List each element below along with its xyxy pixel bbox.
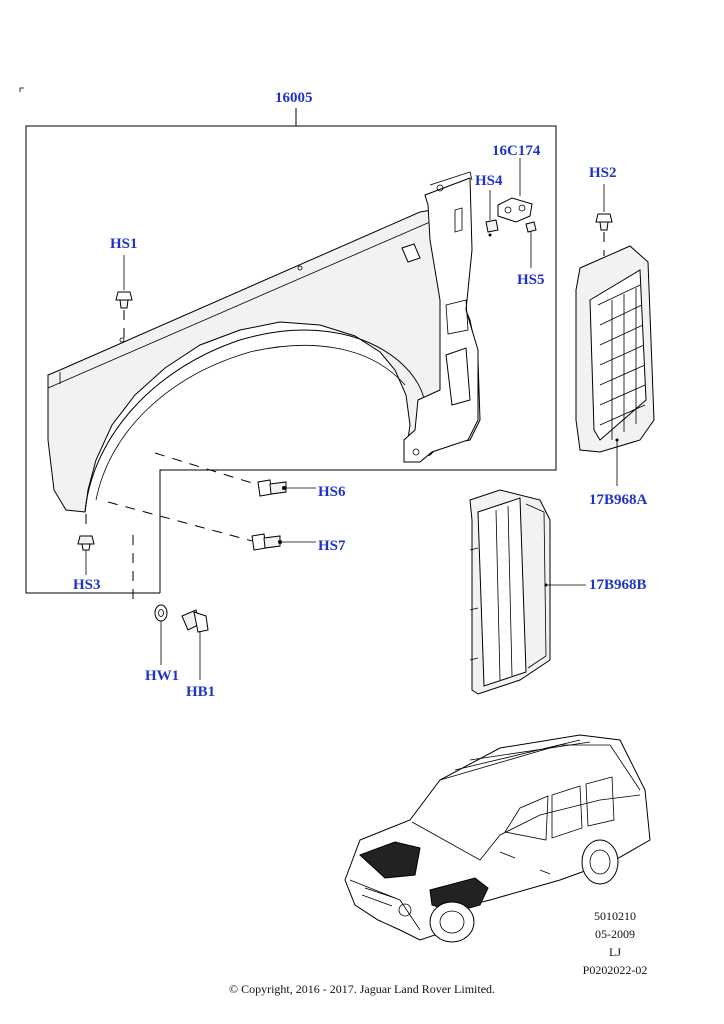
vent-grille-17b968a xyxy=(575,184,655,486)
callout-hs6[interactable]: HS6 xyxy=(318,484,346,500)
copyright-notice: © Copyright, 2016 - 2017. Jaguar Land Ro… xyxy=(228,982,496,996)
callout-hs1[interactable]: HS1 xyxy=(110,236,138,252)
front-fender xyxy=(47,171,481,513)
drawing-number: 5010210 xyxy=(594,909,636,923)
bracket-16c174-assembly xyxy=(485,158,537,268)
fender-dashed-leaders xyxy=(107,452,266,600)
callout-hs4[interactable]: HS4 xyxy=(475,173,503,189)
fender-group-bracket xyxy=(25,108,557,594)
screw-hs6 xyxy=(257,479,316,497)
clip-hs1 xyxy=(115,255,133,338)
callout-hs3[interactable]: HS3 xyxy=(73,577,101,593)
callout-17b968a[interactable]: 17B968A xyxy=(589,492,648,508)
callout-16c174[interactable]: 16C174 xyxy=(492,143,541,159)
callout-17b968b[interactable]: 17B968B xyxy=(589,577,647,593)
part-reference: P0202022-02 xyxy=(582,963,648,977)
vent-bracket-17b968b xyxy=(469,489,586,695)
screw-hs7 xyxy=(251,533,316,551)
callout-hb1[interactable]: HB1 xyxy=(186,684,216,700)
callout-hs2[interactable]: HS2 xyxy=(589,165,617,181)
clip-hs3 xyxy=(77,514,95,575)
corner-mark xyxy=(19,87,24,92)
bolt-hb1 xyxy=(181,609,209,680)
drawing-date: 05-2009 xyxy=(595,927,635,941)
callout-16005[interactable]: 16005 xyxy=(275,90,313,106)
callout-hw1[interactable]: HW1 xyxy=(145,668,180,684)
callout-hs7[interactable]: HS7 xyxy=(318,538,346,554)
washer-hw1 xyxy=(154,604,168,665)
callout-hs5[interactable]: HS5 xyxy=(517,272,545,288)
vehicle-locator xyxy=(344,734,651,943)
drawing-initials: LJ xyxy=(609,945,621,959)
